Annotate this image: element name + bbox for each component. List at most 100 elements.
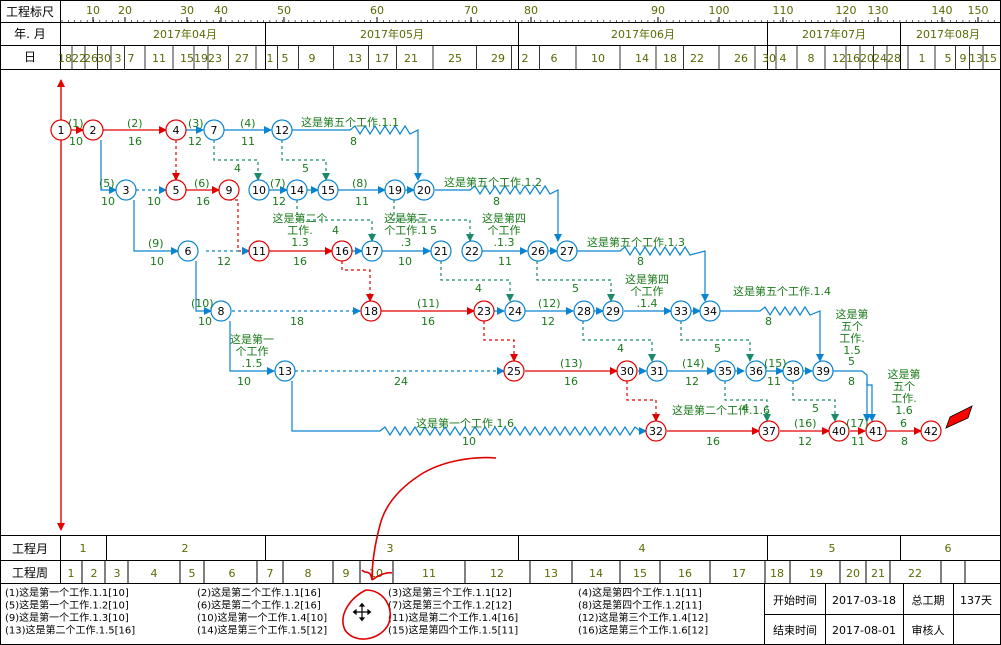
- dur: 5: [848, 355, 855, 368]
- day-label: 14: [635, 52, 649, 65]
- node-circle: [82, 119, 104, 141]
- day-label: 22: [72, 52, 86, 65]
- ruler-tick-label: 130: [868, 4, 889, 17]
- dur: 5: [812, 402, 819, 415]
- week-number: 21: [871, 567, 885, 580]
- day-label: 10: [591, 52, 605, 65]
- node-number: 37: [762, 425, 776, 438]
- node-14: 14: [286, 179, 308, 201]
- day-label: 8: [808, 52, 815, 65]
- node-circle: [670, 300, 692, 322]
- dur: 16: [128, 135, 142, 148]
- day-label: 29: [491, 52, 505, 65]
- node-41: 41: [865, 420, 887, 442]
- dur: 5: [714, 342, 721, 355]
- month-number: 2: [182, 542, 189, 555]
- day-label: 1: [267, 52, 274, 65]
- node-number: 3: [123, 184, 130, 197]
- activity-name: 这是第五个工作.1.2: [444, 175, 542, 189]
- legend-item: (1)这是第一个工作.1.1[10]: [5, 586, 129, 599]
- day-label: 17: [375, 52, 389, 65]
- dur: 4: [617, 342, 624, 355]
- day-label: 6: [551, 52, 558, 65]
- ruler-tick-label: 40: [214, 4, 228, 17]
- dur: 11: [851, 435, 865, 448]
- node-number: 10: [252, 184, 266, 197]
- year-month-label: 年. 月: [14, 27, 46, 41]
- dur: 11: [241, 135, 255, 148]
- node-circle: [745, 360, 767, 382]
- dur: 11: [498, 255, 512, 268]
- node-number: 41: [869, 425, 883, 438]
- duration-label: 总工期: [912, 593, 945, 607]
- activity-name-wrapped: .1.4: [637, 297, 658, 310]
- activity-name-wrapped: 工作.: [891, 392, 917, 405]
- legend-item: (9)这是第一个工作.1.3[10]: [5, 611, 129, 624]
- node-39: 39: [812, 360, 834, 382]
- day-label: 2: [522, 52, 529, 65]
- node-number: 22: [465, 245, 479, 258]
- day-label: 11: [152, 52, 166, 65]
- act-id: (11): [417, 297, 440, 310]
- week-number: 12: [490, 567, 504, 580]
- day-label: 7: [128, 52, 135, 65]
- activity-name-wrapped: 工作.: [839, 332, 865, 345]
- node-circle: [413, 179, 435, 201]
- day-label: 5: [945, 52, 952, 65]
- activity-name: 这是第五个工作.1.1: [301, 115, 399, 129]
- day-label: 15: [983, 52, 997, 65]
- end-time-label: 结束时间: [773, 624, 817, 637]
- node-number: 24: [508, 305, 522, 318]
- node-31: 31: [646, 360, 668, 382]
- act-id: (1): [68, 117, 84, 130]
- dur: 16: [564, 375, 578, 388]
- node-27: 27: [556, 240, 578, 262]
- dur: 16: [421, 315, 435, 328]
- node-25: 25: [503, 360, 525, 382]
- dur: 4: [475, 282, 482, 295]
- activity-name: 这是第一个工作.1.6: [416, 416, 514, 430]
- node-number: 21: [434, 245, 448, 258]
- node-number: 16: [335, 245, 349, 258]
- node-16: 16: [331, 240, 353, 262]
- node-number: 5: [173, 184, 180, 197]
- legend-item: (4)这是第四个工作.1.1[11]: [578, 586, 702, 599]
- node-circle: [361, 240, 383, 262]
- month-apr: 2017年04月: [153, 27, 217, 41]
- day-label: 26: [84, 52, 98, 65]
- month-number: 4: [639, 542, 646, 555]
- day-label: 18: [663, 52, 677, 65]
- node-22: 22: [461, 240, 483, 262]
- legend-item: (5)这是第一个工作.1.2[10]: [5, 599, 129, 612]
- dur: 4: [332, 224, 339, 237]
- node-circle: [527, 240, 549, 262]
- activity-name-wrapped: 1.6: [895, 404, 913, 417]
- day-label: 26: [734, 52, 748, 65]
- activity-name-wrapped: 这是第二个: [273, 211, 328, 225]
- act-id: (10): [191, 297, 214, 310]
- week-number: 9: [343, 567, 350, 580]
- week-number: 2: [91, 567, 98, 580]
- dur: 10: [198, 315, 212, 328]
- node-28: 28: [573, 300, 595, 322]
- node-number: 6: [185, 245, 192, 258]
- act-id: (12): [538, 297, 561, 310]
- day-label: 5: [282, 52, 289, 65]
- activity-name-wrapped: 工作.: [287, 224, 313, 237]
- dur: 8: [765, 315, 772, 328]
- act-id: (6): [194, 177, 210, 190]
- day-label: 4: [780, 52, 787, 65]
- dur: 5: [302, 162, 309, 175]
- reviewer-label: 审核人: [912, 623, 945, 637]
- node-number: 35: [718, 365, 732, 378]
- act-id: (17): [846, 417, 869, 430]
- node-40: 40: [828, 420, 850, 442]
- node-circle: [556, 240, 578, 262]
- node-32: 32: [645, 420, 667, 442]
- act-id: (15): [764, 357, 787, 370]
- node-number: 9: [226, 184, 233, 197]
- activity-name-wrapped: .1.3: [494, 236, 515, 249]
- node-35: 35: [714, 360, 736, 382]
- day-label: 18: [58, 52, 72, 65]
